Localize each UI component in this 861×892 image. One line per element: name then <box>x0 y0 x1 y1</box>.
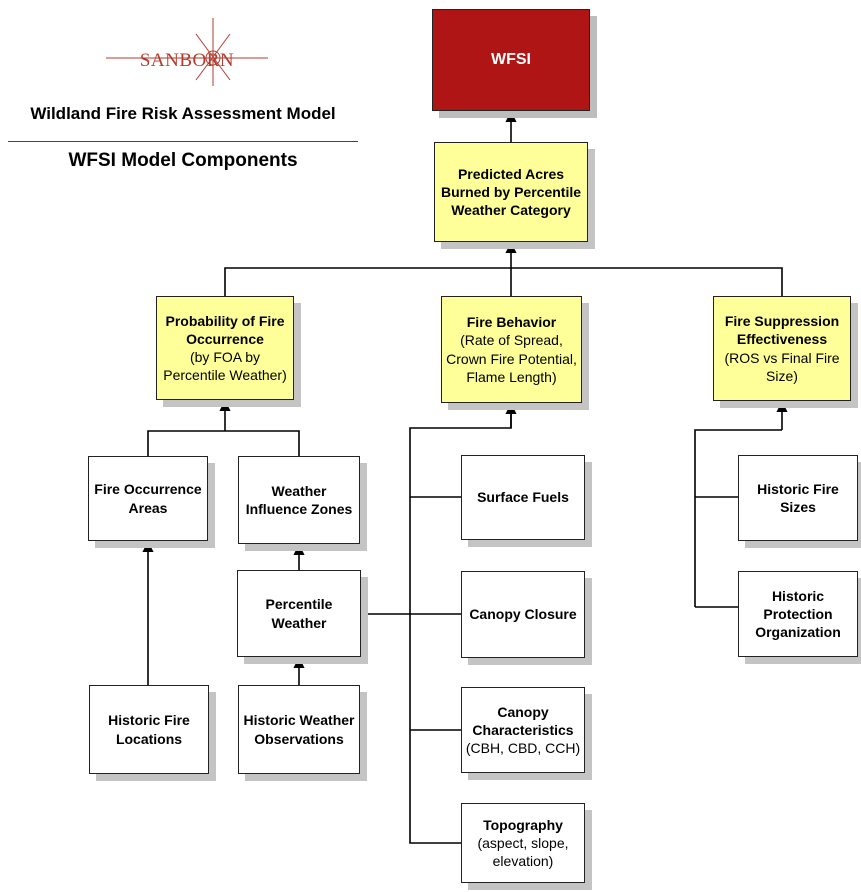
historic-weather-observations-label: Historic Weather Observations <box>243 712 355 747</box>
historic-protection-organization-node: Historic Protection Organization <box>738 571 858 657</box>
surface-fuels-label: Surface Fuels <box>477 489 569 506</box>
fire-behavior-label: Fire Behavior <box>466 314 557 331</box>
fire-occurrence-areas-label: Fire Occurrence Areas <box>94 481 202 516</box>
canopy-characteristics-node: Canopy Characteristics (CBH, CBD, CCH) <box>461 687 585 773</box>
historic-weather-observations-node: Historic Weather Observations <box>238 685 360 774</box>
topography-label: Topography <box>483 816 563 833</box>
probability-node: Probability of Fire Occurrence (by FOA b… <box>156 296 294 400</box>
historic-fire-sizes-label: Historic Fire Sizes <box>757 480 839 515</box>
canopy-closure-label: Canopy Closure <box>469 606 577 623</box>
logo-wordmark: SANBORN <box>139 50 235 71</box>
canopy-characteristics-label: Canopy Characteristics <box>472 703 574 738</box>
suppression-detail: (ROS vs Final Fire Size) <box>724 349 840 384</box>
topography-detail: (aspect, slope, elevation) <box>477 834 569 870</box>
predicted-acres-label: Predicted Acres Burned by Percentile Wea… <box>440 165 582 219</box>
historic-protection-organization-label: Historic Protection Organization <box>755 587 841 641</box>
suppression-node: Fire Suppression Effectiveness (ROS vs F… <box>713 296 851 401</box>
fire-behavior-detail: (Rate of Spread, Crown Fire Potential, F… <box>446 332 577 385</box>
topography-node: Topography (aspect, slope, elevation) <box>461 803 585 883</box>
canopy-closure-node: Canopy Closure <box>461 571 585 658</box>
sanborn-logo: SANBORN <box>96 14 278 88</box>
fire-occurrence-areas-node: Fire Occurrence Areas <box>88 456 208 541</box>
compass-icon <box>106 18 268 86</box>
predicted-acres-node: Predicted Acres Burned by Percentile Wea… <box>434 142 588 242</box>
connector-suppression-bus <box>694 429 782 607</box>
weather-influence-zones-label: Weather Influence Zones <box>245 482 353 517</box>
historic-fire-locations-node: Historic Fire Locations <box>89 685 209 774</box>
percentile-weather-label: Percentile Weather <box>265 596 333 631</box>
weather-influence-zones-node: Weather Influence Zones <box>238 456 360 544</box>
percentile-weather-node: Percentile Weather <box>237 570 361 657</box>
suppression-label: Fire Suppression Effectiveness <box>724 313 840 348</box>
historic-fire-locations-label: Historic Fire Locations <box>108 712 190 747</box>
surface-fuels-node: Surface Fuels <box>461 455 585 540</box>
page-title: WFSI Model Components <box>68 150 298 171</box>
connector-top-bus <box>224 267 783 296</box>
canopy-characteristics-detail: (CBH, CBD, CCH) <box>465 740 581 757</box>
historic-fire-sizes-node: Historic Fire Sizes <box>738 455 858 541</box>
wfsi-node: WFSI <box>432 9 590 111</box>
probability-label: Probability of Fire Occurrence <box>165 312 285 347</box>
connector-probability-bus <box>147 430 300 456</box>
probability-detail: (by FOA by Percentile Weather) <box>163 349 287 384</box>
model-subtitle: Wildland Fire Risk Assessment Model <box>30 104 336 123</box>
title-divider <box>8 141 358 142</box>
wfsi-label: WFSI <box>491 50 531 68</box>
fire-behavior-node: Fire Behavior (Rate of Spread, Crown Fir… <box>441 296 582 403</box>
